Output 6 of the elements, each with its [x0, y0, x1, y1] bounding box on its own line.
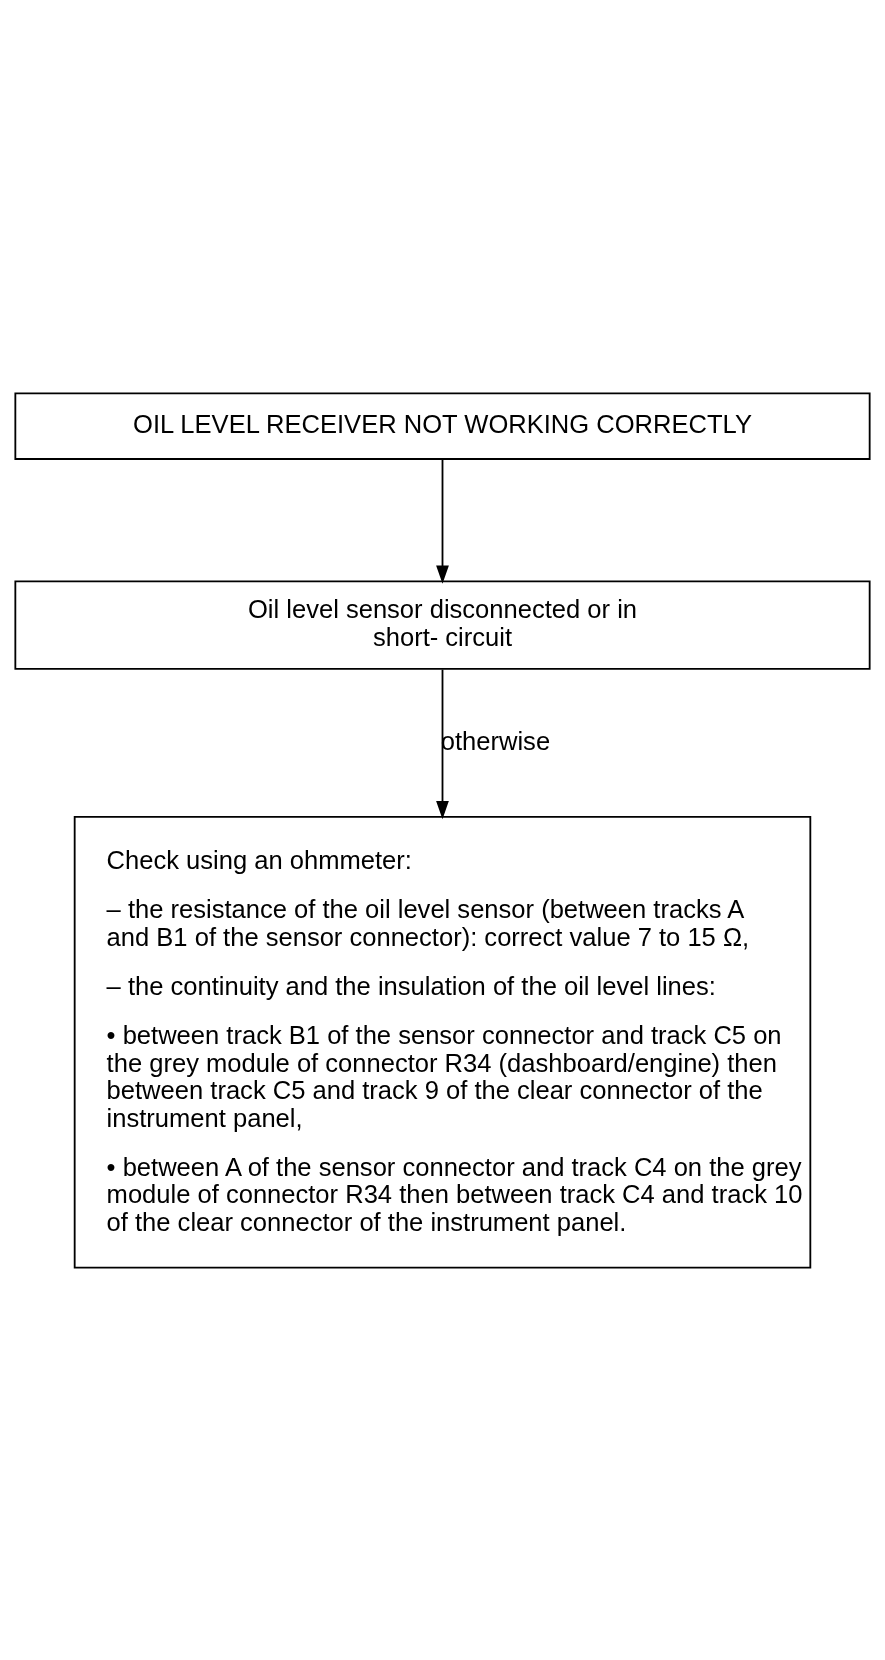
- edge-label: otherwise: [440, 726, 551, 755]
- node-box: Check using an ohmmeter: – the resistance of the oil level sensor (between tracks A and B1 of the sensor connector): correct value 7 to 15 Ω, – the continuity and the insulation of the oil level lines: • between track B1 of the sensor connector and track C5 on the grey module of connector R34 (dashboard/engine) then between track C5 and track 9 of the clear connector of the instrument panel, • between A of the sensor connector and track C4 on the grey module of connector R34 then between track C4 and track 10 of the clear connector of the instrument panel.: [73, 815, 812, 1269]
- arrow: [436, 668, 449, 819]
- node-box: OIL LEVEL RECEIVER NOT WORKING CORRECTLY: [14, 391, 871, 460]
- arrow: [436, 457, 449, 584]
- node-box: Oil level sensor disconnected or in short- circuit: [14, 579, 871, 670]
